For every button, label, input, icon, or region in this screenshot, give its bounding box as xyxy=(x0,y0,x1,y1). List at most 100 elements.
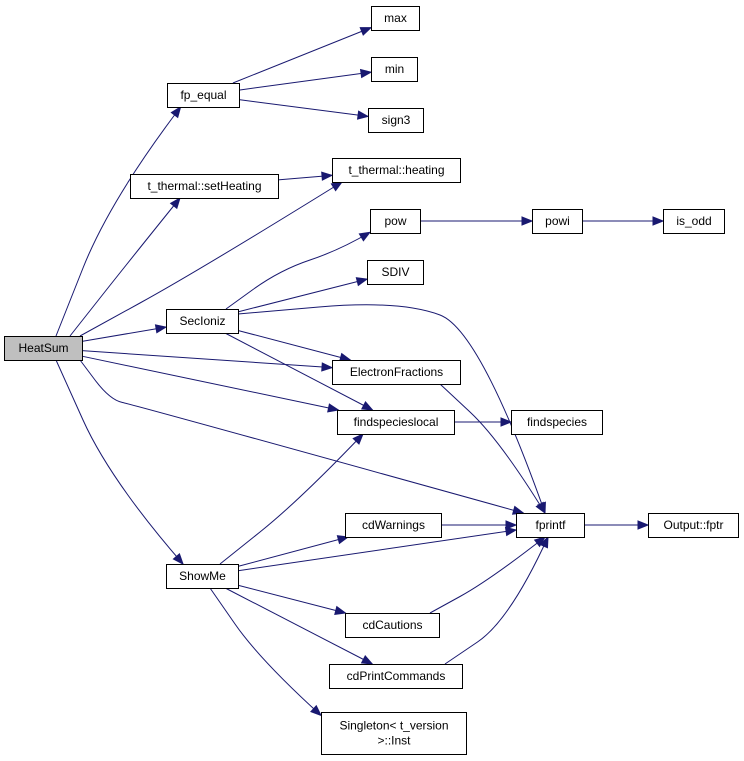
edge-pow-to-powi xyxy=(420,216,534,226)
node-box xyxy=(329,664,463,689)
edge-secioniz-to-fprintf xyxy=(237,304,546,515)
node-label: cdPrintCommands xyxy=(347,669,446,683)
arrowhead-icon xyxy=(356,110,370,120)
node-electronfractions[interactable]: ElectronFractions xyxy=(332,360,461,385)
node-label: ElectronFractions xyxy=(350,365,443,379)
edge-electronfractions-to-fprintf xyxy=(439,383,546,515)
arrowhead-icon xyxy=(521,216,534,226)
arrowhead-icon xyxy=(359,68,373,79)
edge-showme-to-cdprintcommands xyxy=(224,587,374,665)
node-findspecies[interactable]: findspecies xyxy=(511,410,603,435)
node-box xyxy=(332,360,461,385)
node-label: Singleton< t_version xyxy=(339,719,448,733)
node-cdcautions[interactable]: cdCautions xyxy=(345,613,440,638)
edge-line xyxy=(79,359,524,514)
node-label: sign3 xyxy=(382,113,411,127)
node-heating[interactable]: t_thermal::heating xyxy=(332,158,461,183)
edge-fp_equal-to-min xyxy=(238,68,373,91)
arrowhead-icon xyxy=(352,433,364,445)
arrowhead-icon xyxy=(500,417,513,427)
arrowhead-icon xyxy=(539,535,549,549)
arrowhead-icon xyxy=(505,520,518,530)
node-cdprintcommands[interactable]: cdPrintCommands xyxy=(329,664,463,689)
node-box xyxy=(130,174,279,199)
edge-fp_equal-to-max xyxy=(232,27,373,84)
node-sdiv[interactable]: SDIV xyxy=(367,260,424,285)
node-singleton[interactable]: Singleton< t_version>::Inst xyxy=(321,712,467,755)
node-box xyxy=(371,57,418,82)
edge-heatsum-to-secioniz xyxy=(81,324,168,342)
arrowhead-icon xyxy=(334,605,347,615)
node-label: pow xyxy=(384,214,406,228)
edge-showme-to-findspecieslocal xyxy=(219,433,364,565)
arrowhead-icon xyxy=(321,362,334,372)
node-box xyxy=(367,260,424,285)
node-box xyxy=(337,410,455,435)
node-box xyxy=(532,209,583,234)
node-sign3[interactable]: sign3 xyxy=(368,108,424,133)
arrowhead-icon xyxy=(310,704,322,717)
node-powi[interactable]: powi xyxy=(532,209,583,234)
node-label: findspecies xyxy=(527,415,587,429)
node-min[interactable]: min xyxy=(371,57,418,82)
node-setheating[interactable]: t_thermal::setHeating xyxy=(130,174,279,199)
edge-secioniz-to-electronfractions xyxy=(237,329,352,362)
arrowhead-icon xyxy=(360,654,374,665)
edge-findspecieslocal-to-findspecies xyxy=(454,417,513,427)
edge-line xyxy=(237,536,349,567)
edge-line xyxy=(79,181,343,337)
edge-line xyxy=(224,587,373,665)
node-label: cdWarnings xyxy=(362,518,425,532)
node-output_fptr[interactable]: Output::fptr xyxy=(648,513,739,538)
arrowhead-icon xyxy=(169,196,181,210)
edges-layer xyxy=(55,27,665,717)
node-box xyxy=(370,209,421,234)
node-label: findspecieslocal xyxy=(354,415,439,429)
edge-line xyxy=(81,355,339,411)
edge-setheating-to-heating xyxy=(277,171,334,181)
node-label: t_thermal::heating xyxy=(348,163,444,177)
edge-line xyxy=(232,27,372,84)
edge-line xyxy=(69,197,181,337)
arrowhead-icon xyxy=(321,171,334,181)
node-label: fprintf xyxy=(535,518,566,532)
edge-line xyxy=(237,278,368,313)
node-fp_equal[interactable]: fp_equal xyxy=(167,83,240,108)
edge-heatsum-to-showme xyxy=(55,359,184,566)
node-fprintf[interactable]: fprintf xyxy=(516,513,585,538)
node-box xyxy=(511,410,603,435)
node-box xyxy=(345,613,440,638)
node-cdwarnings[interactable]: cdWarnings xyxy=(345,513,442,538)
node-showme[interactable]: ShowMe xyxy=(166,564,239,589)
node-box xyxy=(167,83,240,108)
node-findspecieslocal[interactable]: findspecieslocal xyxy=(337,410,455,435)
edge-line xyxy=(238,71,372,91)
edge-line xyxy=(81,350,333,369)
node-pow[interactable]: pow xyxy=(370,209,421,234)
node-box xyxy=(332,158,461,183)
node-secioniz[interactable]: SecIoniz xyxy=(166,309,239,334)
node-label: SDIV xyxy=(381,265,409,279)
node-heatsum[interactable]: HeatSum xyxy=(4,336,83,361)
edge-line xyxy=(81,326,167,342)
node-label: ShowMe xyxy=(179,569,226,583)
arrowhead-icon xyxy=(327,403,340,413)
node-is_odd[interactable]: is_odd xyxy=(663,209,725,234)
arrowhead-icon xyxy=(535,501,546,515)
node-box xyxy=(663,209,725,234)
edge-cdwarnings-to-fprintf xyxy=(441,520,518,530)
edge-line xyxy=(225,231,371,310)
node-label: max xyxy=(384,11,407,25)
edge-line xyxy=(237,584,346,614)
node-box xyxy=(368,108,424,133)
edge-line xyxy=(238,99,369,117)
edge-line xyxy=(209,587,322,716)
node-max[interactable]: max xyxy=(371,6,420,31)
arrowhead-icon xyxy=(533,536,547,548)
edge-heatsum-to-electronfractions xyxy=(81,350,334,372)
edge-line xyxy=(219,433,364,565)
edge-showme-to-cdcautions xyxy=(237,584,347,615)
edge-line xyxy=(224,332,373,411)
node-box xyxy=(4,336,83,361)
edge-heatsum-to-findspecieslocal xyxy=(81,355,340,413)
